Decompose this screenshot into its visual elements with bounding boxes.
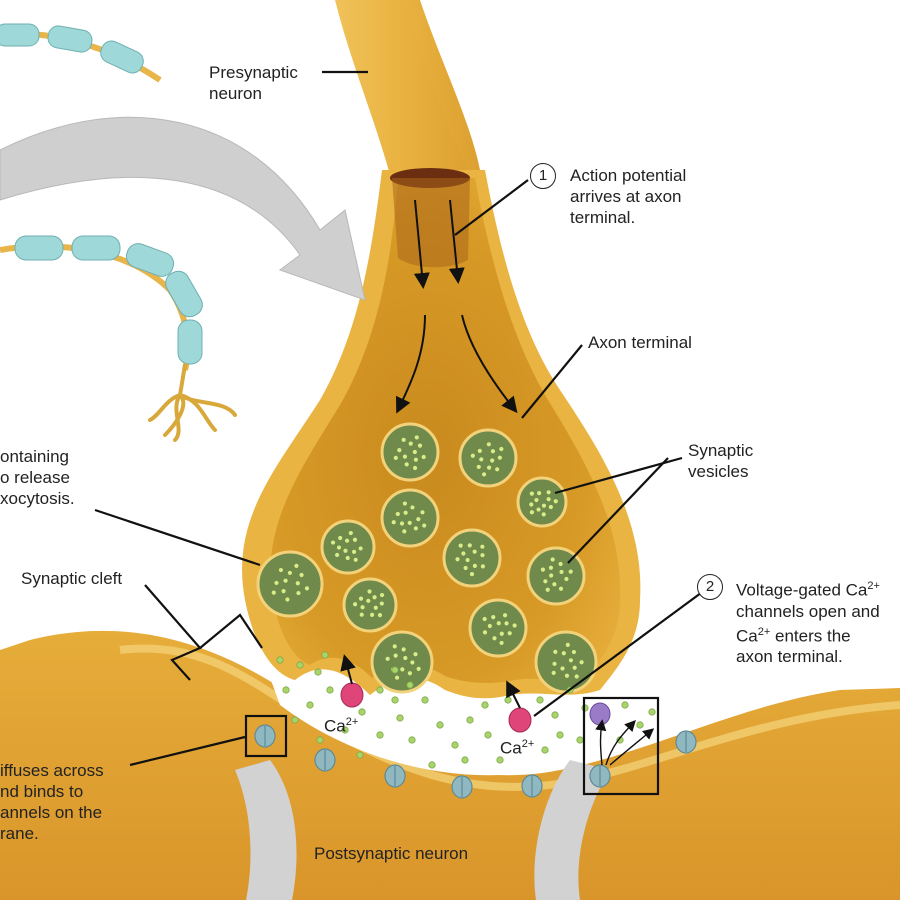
- label-line: iffuses across: [0, 761, 104, 780]
- synaptic-vesicle: [380, 488, 440, 548]
- action-potential-arrows: [395, 199, 518, 414]
- zoom-box-left: [244, 714, 288, 758]
- synaptic-vesicles: [256, 422, 598, 694]
- synaptic-vesicle: [442, 528, 502, 588]
- label-line: neuron: [209, 84, 262, 103]
- calcium-channels: [340, 654, 532, 733]
- step-2-marker: 2: [697, 574, 723, 600]
- label-step-2: Voltage-gated Ca2+ channels open and Ca2…: [736, 576, 880, 667]
- label-line: Synaptic: [688, 441, 754, 460]
- label-line: axon terminal.: [736, 647, 843, 667]
- label-diffuses: iffuses across nd binds to annels on the…: [0, 760, 104, 844]
- myelinated-axon-mid: [0, 235, 237, 442]
- label-line: xocytosis.: [0, 489, 75, 508]
- label-line: Ca2+ enters the: [736, 622, 880, 647]
- label-line: channels open and: [736, 601, 880, 621]
- myelinated-axon-top: [0, 23, 162, 83]
- ion-charge: 2+: [345, 716, 359, 728]
- label-line: Presynaptic: [209, 63, 298, 82]
- synaptic-vesicle: [380, 422, 440, 482]
- label-line: annels on the: [0, 803, 103, 822]
- label-line: Action potential: [570, 166, 687, 185]
- label-line: nd binds to: [0, 782, 84, 801]
- ion-symbol: Ca: [324, 716, 346, 736]
- ion-charge: 2+: [757, 625, 771, 638]
- label-postsynaptic-neuron: Postsynaptic neuron: [314, 844, 469, 863]
- label-synaptic-cleft: Synaptic cleft: [21, 569, 123, 588]
- synaptic-vesicle: [458, 428, 518, 488]
- open-ion-channel: [589, 702, 611, 726]
- zoom-arrow-shape: [0, 116, 366, 301]
- postsynaptic-neuron-shape: [0, 630, 900, 900]
- synaptic-vesicle: [342, 577, 398, 633]
- synaptic-vesicle: [370, 630, 434, 694]
- label-line: vesicles: [688, 462, 749, 481]
- label-step-1: Action potential arrives at axon termina…: [570, 165, 686, 228]
- synaptic-vesicle: [516, 476, 568, 528]
- leader-lines: [94, 70, 706, 767]
- label-line: rane.: [0, 824, 39, 843]
- label-text: Voltage-gated Ca: [736, 580, 868, 600]
- label-axon-terminal: Axon terminal: [588, 333, 692, 352]
- ion-charge: 2+: [521, 738, 535, 750]
- step-1-marker: 1: [530, 163, 556, 189]
- zoom-box-right: [582, 696, 660, 796]
- label-containing: ontaining o release xocytosis.: [0, 446, 75, 509]
- label-line: o release: [0, 468, 70, 487]
- ion-symbol: Ca: [500, 738, 522, 758]
- label-presynaptic-neuron: Presynaptic neuron: [209, 62, 298, 104]
- calcium-ion-label-right: Ca2+: [500, 738, 534, 759]
- label-text: enters the: [775, 626, 851, 646]
- postsynaptic-receptors: [254, 724, 697, 799]
- neurotransmitter-dots: [276, 651, 656, 769]
- label-text: Ca: [736, 626, 758, 646]
- label-line: Voltage-gated Ca2+: [736, 576, 880, 601]
- synaptic-vesicle: [320, 519, 376, 575]
- calcium-ion-label-left: Ca2+: [324, 716, 358, 737]
- synaptic-vesicle: [468, 598, 528, 658]
- ion-charge: 2+: [867, 580, 880, 592]
- synaptic-vesicle: [256, 550, 324, 618]
- synaptic-vesicle: [534, 630, 598, 694]
- label-line: terminal.: [570, 208, 636, 227]
- label-synaptic-vesicles: Synaptic vesicles: [688, 440, 753, 482]
- label-line: ontaining: [0, 447, 70, 466]
- label-line: arrives at axon: [570, 187, 682, 206]
